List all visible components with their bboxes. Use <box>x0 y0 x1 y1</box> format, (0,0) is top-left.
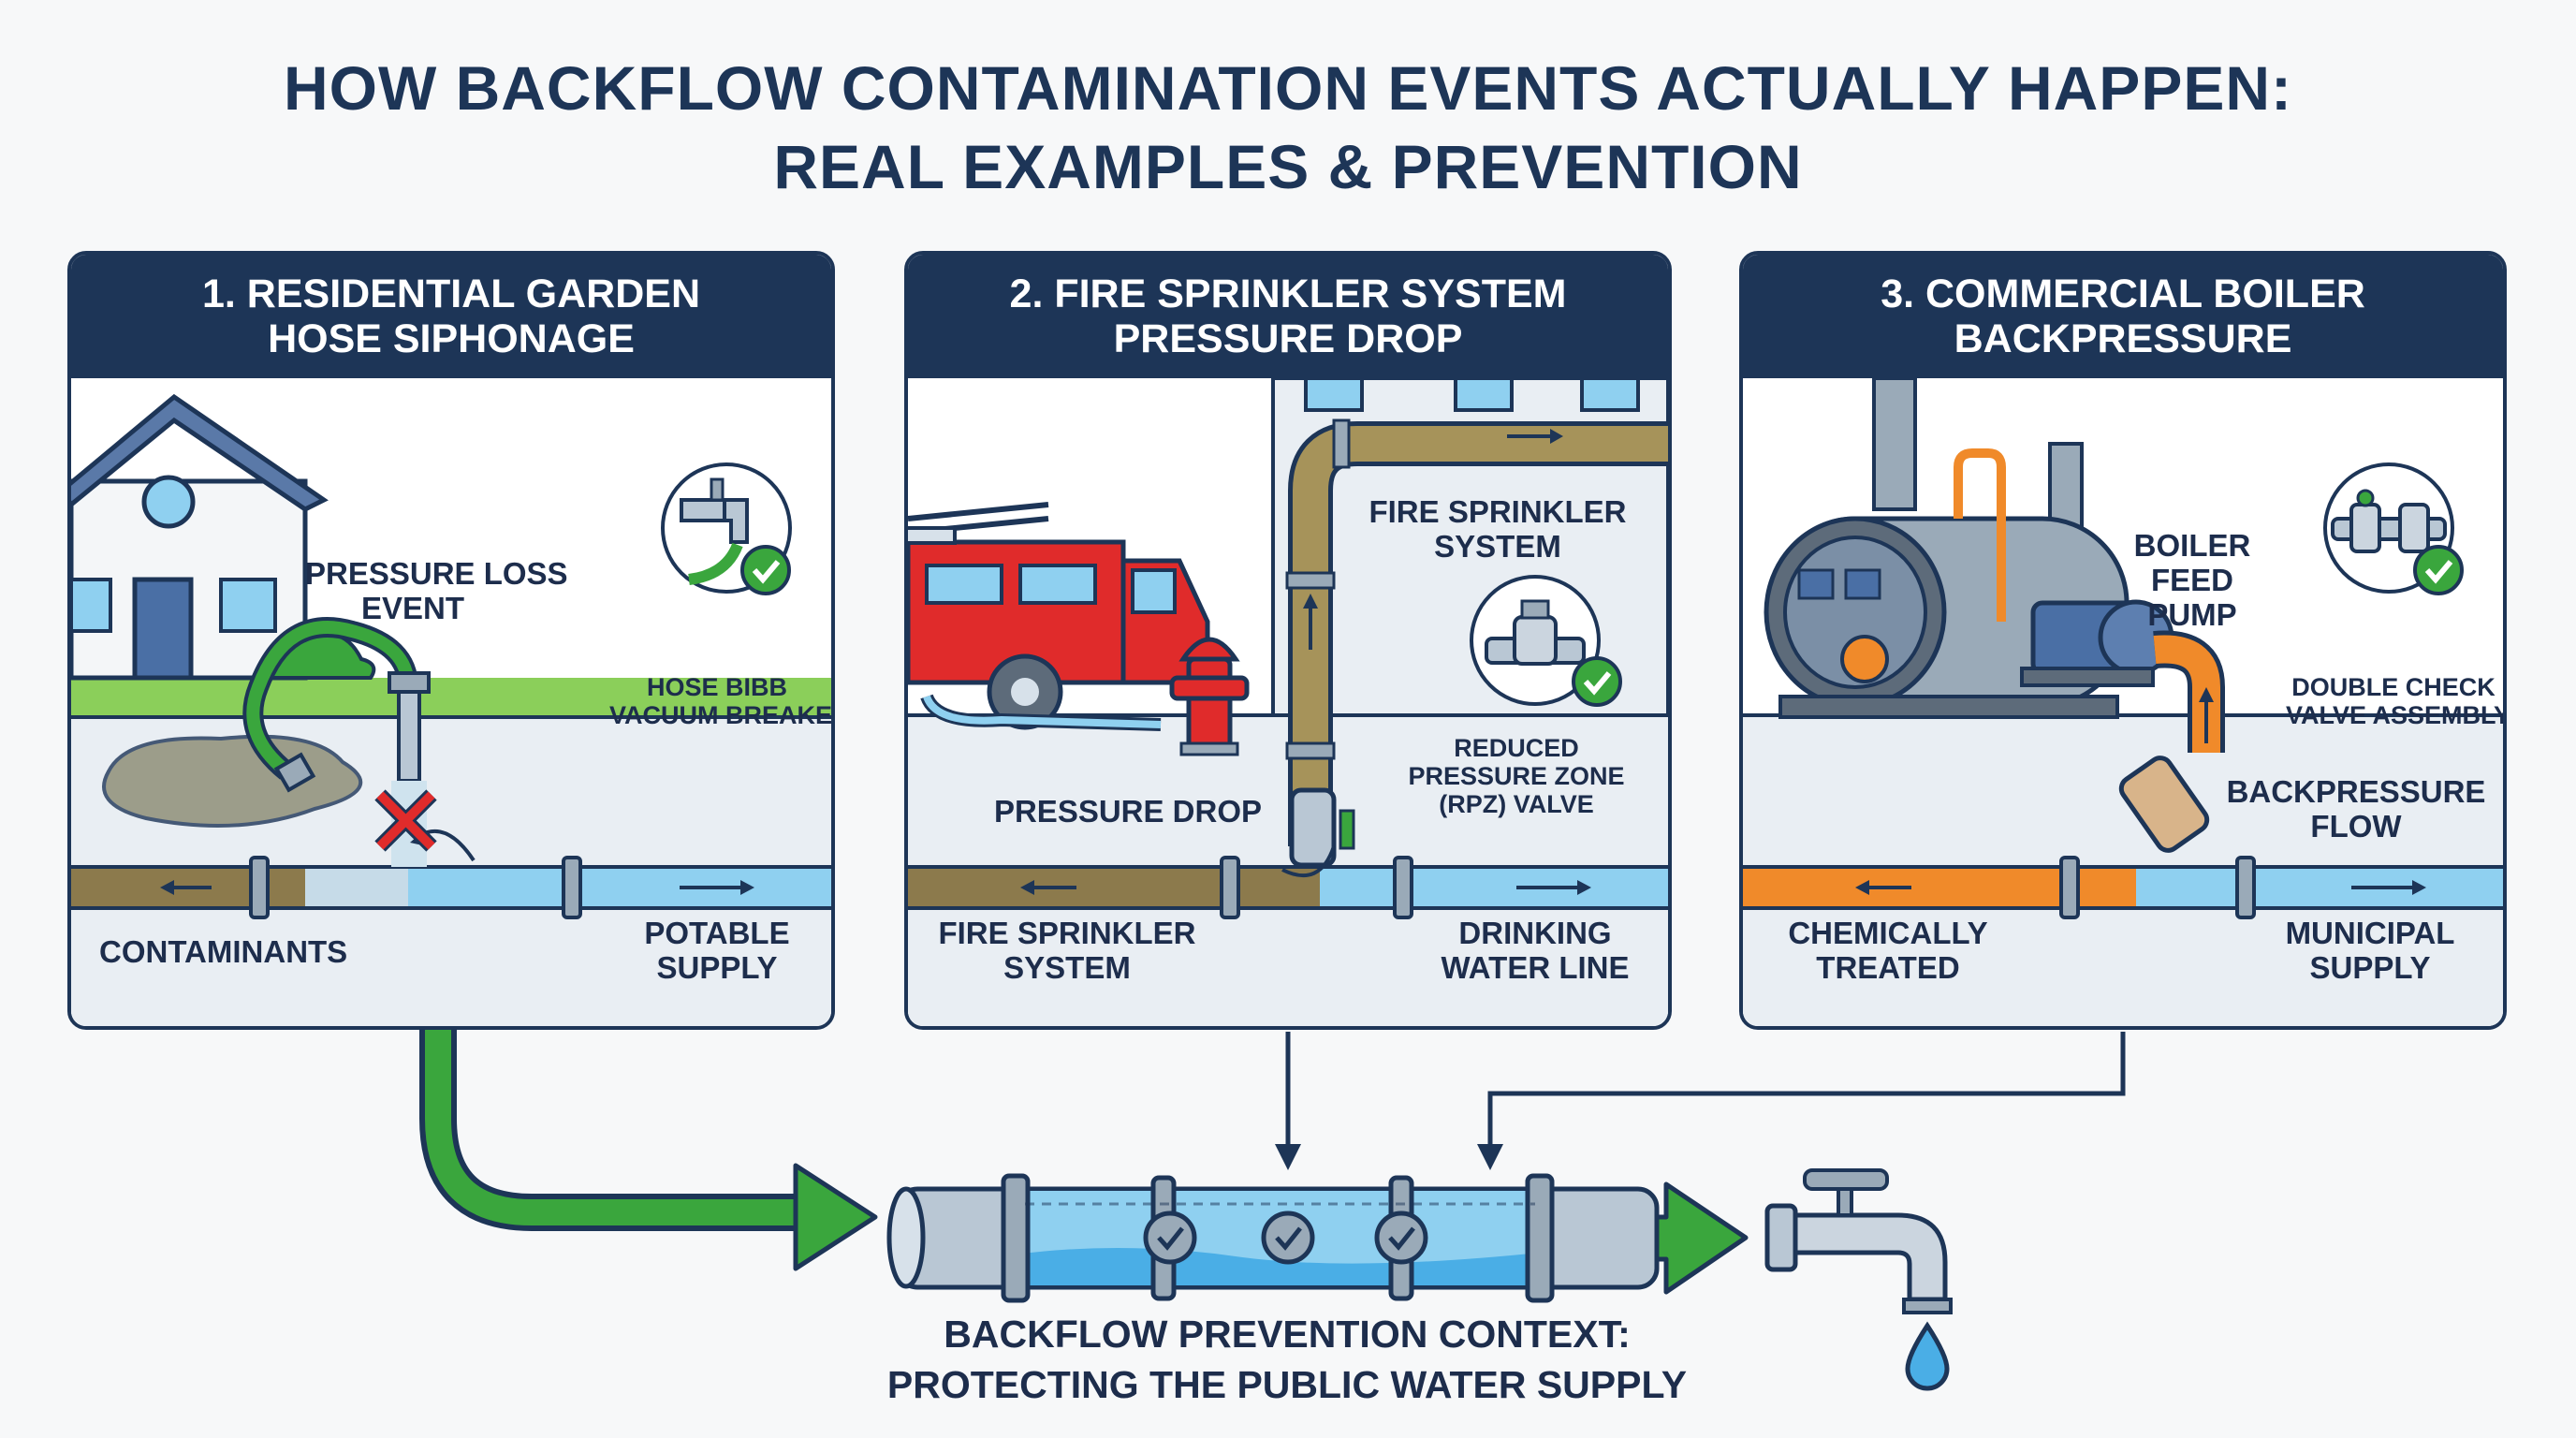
check-icon <box>1143 1211 1197 1265</box>
title-line-1: HOW BACKFLOW CONTAMINATION EVENTS ACTUAL… <box>283 53 2293 123</box>
panel-residential: 1. RESIDENTIAL GARDEN HOSE SIPHONAGE <box>67 251 835 1030</box>
right-label-line-2: SUPPLY <box>2309 950 2431 985</box>
pump-label-line-3: PUMP <box>2147 597 2237 632</box>
device-label: HOSE BIBB VACUUM BREAKER <box>609 673 835 729</box>
device-label-line-1: DOUBLE CHECK <box>2291 673 2496 701</box>
fire-truck-icon <box>908 502 1210 730</box>
device-label-line-2: PRESSURE ZONE <box>1408 762 1625 790</box>
cross-icon <box>374 789 437 852</box>
supply-label-line-2: SUPPLY <box>656 950 778 985</box>
residential-scene <box>71 378 831 1026</box>
panel-commercial-boiler: 3. COMMERCIAL BOILER BACKPRESSURE <box>1739 251 2507 1030</box>
panel-title-line-2: PRESSURE DROP <box>1113 316 1463 361</box>
panel-header: 3. COMMERCIAL BOILER BACKPRESSURE <box>1743 255 2503 378</box>
panel1-arrowhead <box>793 1163 878 1271</box>
supply-label: POTABLE SUPPLY <box>633 916 801 985</box>
left-label-line-2: SYSTEM <box>1003 950 1131 985</box>
footer-line-1: BACKFLOW PREVENTION CONTEXT: <box>944 1313 1631 1356</box>
footer-line-2: PROTECTING THE PUBLIC WATER SUPPLY <box>886 1363 1688 1406</box>
panel-header: 2. FIRE SPRINKLER SYSTEM PRESSURE DROP <box>908 255 1668 378</box>
faucet-icon <box>1764 1168 1953 1314</box>
pump-icon <box>2020 599 2174 687</box>
pump-label: BOILER FEED PUMP <box>2122 528 2262 632</box>
check-icon <box>740 545 791 595</box>
right-label: MUNICIPAL SUPPLY <box>2267 916 2473 985</box>
device-label-line-1: HOSE BIBB <box>646 673 788 701</box>
right-label-line-1: DRINKING <box>1458 916 1612 950</box>
system-label-line-2: SYSTEM <box>1434 529 1561 564</box>
device-label-line-3: (RPZ) VALVE <box>1439 790 1594 818</box>
event-label: PRESSURE LOSS EVENT <box>305 556 568 625</box>
device-label-line-2: VACUUM BREAKER <box>609 701 835 729</box>
supply-label-line-1: POTABLE <box>644 916 790 950</box>
left-label-line-2: TREATED <box>1816 950 1960 985</box>
panel2-connector <box>1275 1032 1301 1170</box>
left-label: CHEMICALLY TREATED <box>1762 916 2014 985</box>
water-drop-icon <box>1905 1321 1950 1391</box>
panel-header: 1. RESIDENTIAL GARDEN HOSE SIPHONAGE <box>71 255 831 378</box>
left-label-line-1: CHEMICALLY <box>1788 916 1988 950</box>
device-label: DOUBLE CHECK VALVE ASSEMBLY <box>2286 673 2507 729</box>
title-line-2: REAL EXAMPLES & PREVENTION <box>773 132 1803 201</box>
device-label-line-2: VALVE ASSEMBLY <box>2286 701 2507 729</box>
panel-title-line-1: 3. COMMERCIAL BOILER <box>1881 271 2365 316</box>
left-label-line-1: FIRE SPRINKLER <box>938 916 1196 950</box>
page-title: HOW BACKFLOW CONTAMINATION EVENTS ACTUAL… <box>0 49 2576 206</box>
event-label-line-1: PRESSURE LOSS <box>305 556 568 591</box>
house-icon <box>71 393 329 681</box>
boiler-scene <box>1743 378 2503 1026</box>
check-icon <box>1572 656 1622 707</box>
event-label-line-1: BACKPRESSURE <box>2226 774 2486 809</box>
rpz-valve-icon <box>1470 575 1601 706</box>
prevention-pipe <box>886 1173 1660 1303</box>
pump-label-line-1: BOILER <box>2133 528 2251 563</box>
check-icon <box>1261 1211 1315 1265</box>
device-label-line-1: REDUCED <box>1454 734 1579 762</box>
footer-caption: BACKFLOW PREVENTION CONTEXT: PROTECTING … <box>796 1309 1778 1410</box>
panel1-flow-arrow <box>419 1030 800 1231</box>
check-icon <box>2413 545 2464 595</box>
fire-hydrant-icon <box>1169 637 1250 756</box>
check-icon <box>1374 1211 1428 1265</box>
pump-label-line-2: FEED <box>2150 563 2233 597</box>
event-label-line-2: EVENT <box>360 591 465 625</box>
left-label: FIRE SPRINKLER SYSTEM <box>927 916 1208 985</box>
panel-title-line-1: 2. FIRE SPRINKLER SYSTEM <box>1009 271 1567 316</box>
system-label: FIRE SPRINKLER SYSTEM <box>1357 494 1638 564</box>
panel-title-line-2: HOSE SIPHONAGE <box>268 316 635 361</box>
event-label: BACKPRESSURE FLOW <box>2220 774 2492 844</box>
panel-title-line-1: 1. RESIDENTIAL GARDEN <box>202 271 700 316</box>
right-label-line-2: WATER LINE <box>1441 950 1630 985</box>
right-label-line-1: MUNICIPAL <box>2285 916 2455 950</box>
panel-fire-sprinkler: 2. FIRE SPRINKLER SYSTEM PRESSURE DROP <box>904 251 1672 1030</box>
device-label: REDUCED PRESSURE ZONE (RPZ) VALVE <box>1395 734 1638 818</box>
fire-sprinkler-scene <box>908 378 1668 1026</box>
panel3-connector <box>1477 1032 2126 1170</box>
contaminants-label: CONTAMINANTS <box>99 934 348 969</box>
panel-title-line-2: BACKPRESSURE <box>1954 316 2292 361</box>
event-label-line-2: FLOW <box>2310 809 2402 844</box>
right-label: DRINKING WATER LINE <box>1432 916 1638 985</box>
output-arrow <box>1654 1181 1749 1295</box>
system-label-line-1: FIRE SPRINKLER <box>1368 494 1627 529</box>
event-label: PRESSURE DROP <box>993 794 1263 829</box>
